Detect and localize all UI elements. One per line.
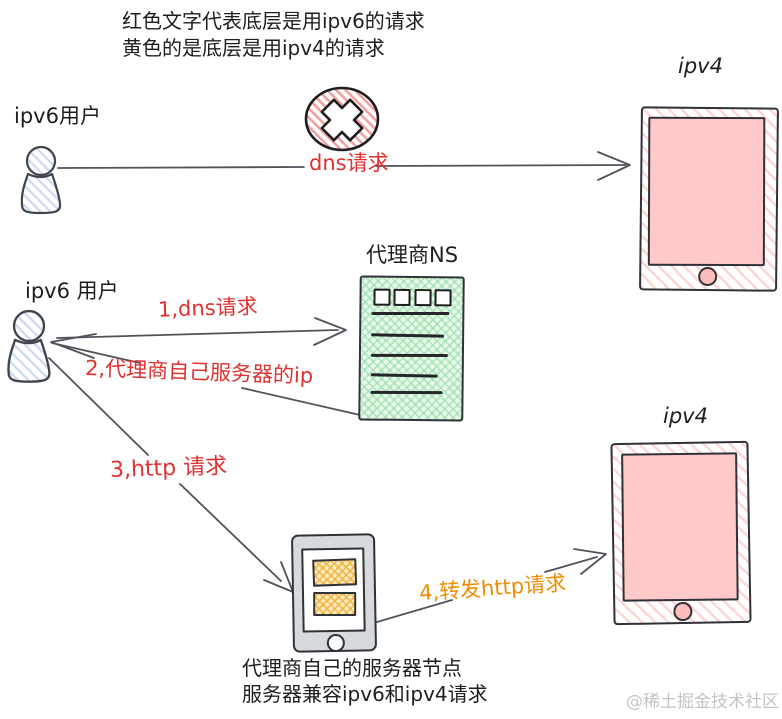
dns-blocked-arrow bbox=[57, 151, 631, 181]
watermark: @稀土掘金技术社区 bbox=[626, 692, 779, 712]
ns-document bbox=[358, 275, 465, 422]
ipv6-user-label-mid: ipv6 用户 bbox=[25, 279, 119, 303]
tablet-screen bbox=[647, 116, 766, 267]
phone-screen bbox=[301, 547, 366, 633]
ipv4-server-label-bottom: ipv4 bbox=[663, 404, 708, 428]
ipv6-user-icon bbox=[7, 309, 51, 383]
proxy-caption-line-2: 服务器兼容ipv6和ipv4请求 bbox=[242, 682, 488, 706]
ns-doc-square bbox=[414, 289, 432, 307]
ns-doc-line bbox=[371, 311, 450, 315]
ns-doc-square bbox=[434, 289, 452, 307]
tablet-home-button bbox=[698, 266, 718, 287]
legend-line-1: 红色文字代表底层是用ipv6的请求 bbox=[122, 9, 425, 33]
phone-yellow-panel bbox=[313, 591, 357, 616]
phone-home-button bbox=[326, 633, 346, 653]
proxy-caption-line-1: 代理商自己的服务器节点 bbox=[242, 656, 462, 680]
tablet-screen bbox=[621, 452, 739, 602]
ns-doc-square bbox=[373, 288, 391, 306]
ns-doc-line bbox=[370, 373, 438, 378]
ns-doc-line bbox=[370, 390, 443, 394]
legend-note: 红色文字代表底层是用ipv6的请求 黄色的是底层是用ipv4的请求 bbox=[122, 8, 425, 62]
step1-label: 1,dns请求 bbox=[157, 294, 258, 322]
ns-doc-square bbox=[393, 288, 411, 306]
step2-reply-arrow bbox=[50, 333, 361, 416]
ns-title-label: 代理商NS bbox=[366, 243, 459, 267]
ipv6-user-label-top: ipv6用户 bbox=[14, 104, 101, 128]
phone-yellow-panel bbox=[312, 558, 358, 587]
ns-doc-line bbox=[370, 353, 448, 357]
ipv4-server-tablet-bottom bbox=[610, 440, 752, 626]
ipv4-server-label-top: ipv4 bbox=[678, 54, 723, 78]
step3-label: 3,http 请求 bbox=[109, 453, 228, 484]
ipv4-server-tablet-top bbox=[639, 106, 779, 292]
tablet-home-button bbox=[673, 601, 693, 622]
ipv6-user-icon bbox=[20, 145, 62, 215]
blocked-x-icon bbox=[304, 86, 380, 152]
legend-line-2: 黄色的是底层是用ipv4的请求 bbox=[122, 36, 385, 60]
step4-forward-arrow bbox=[376, 548, 607, 623]
proxy-server-phone bbox=[290, 533, 378, 653]
dns-request-label: dns请求 bbox=[309, 151, 389, 175]
proxy-caption: 代理商自己的服务器节点 服务器兼容ipv6和ipv4请求 bbox=[242, 655, 488, 707]
step1-dns-arrow bbox=[56, 317, 347, 346]
ns-doc-line bbox=[371, 333, 445, 338]
